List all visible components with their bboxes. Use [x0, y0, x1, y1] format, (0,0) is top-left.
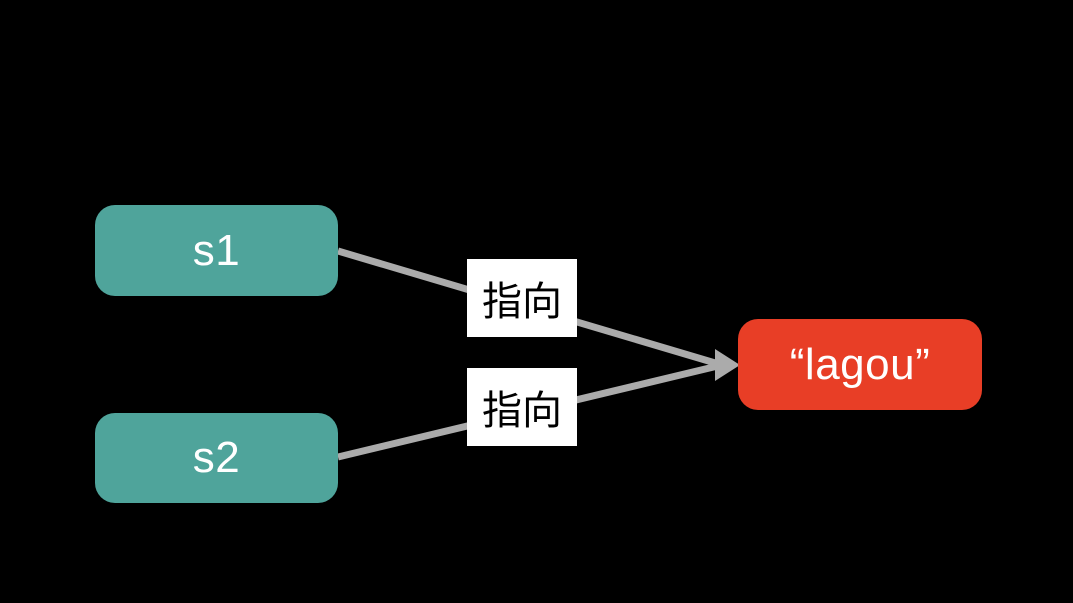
- node-s1-label: s1: [192, 225, 241, 275]
- edge-label-s1-points-to: 指向: [467, 259, 577, 337]
- edge-label-text: 指向: [482, 280, 562, 324]
- node-s1: s1: [95, 205, 338, 296]
- node-lagou: “lagou”: [738, 319, 982, 410]
- arrowhead-icon: [715, 349, 740, 381]
- node-lagou-label: “lagou”: [789, 339, 931, 389]
- node-s2-label: s2: [192, 433, 241, 482]
- edge-label-s2-points-to: 指向: [467, 368, 577, 446]
- edge-label-text: 指向: [482, 389, 562, 433]
- node-s2: s2: [95, 413, 338, 503]
